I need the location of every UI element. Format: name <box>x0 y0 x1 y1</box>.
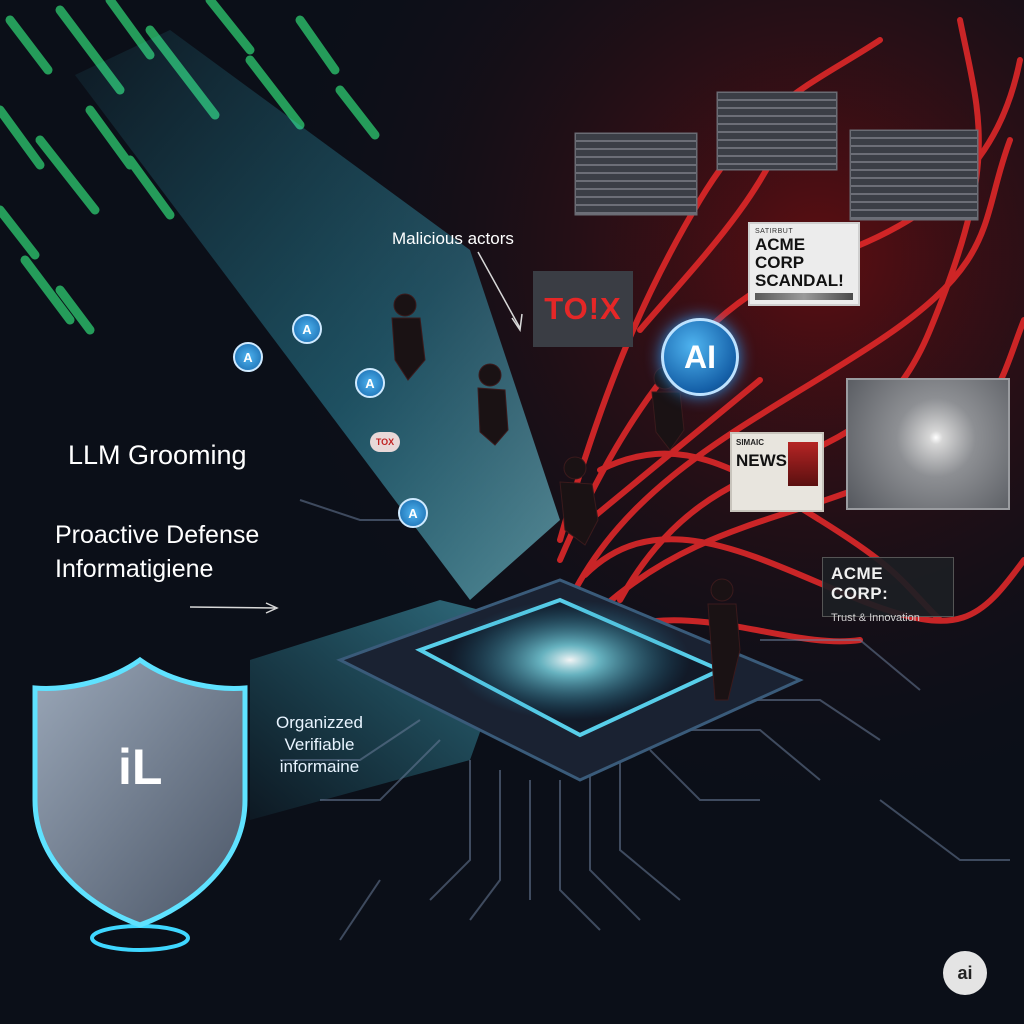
scandal-image-strip <box>755 293 853 300</box>
scandal-headline-card: SATIRBUT ACME CORP SCANDAL! <box>748 222 860 306</box>
ai-badge: AI <box>661 318 739 396</box>
news-card: SIMAIC NEWS! <box>730 432 824 512</box>
floating-ai-token: A <box>233 342 263 372</box>
corner-ai-text: ai <box>957 962 973 983</box>
acme-subtitle: Trust & Innovation <box>831 612 920 624</box>
processor-chip-icon <box>336 578 804 782</box>
acme-trust-panel: ACME CORP: Trust & Innovation <box>822 557 954 624</box>
news-kicker: SIMAIC <box>736 438 764 447</box>
grooming-data-beam <box>75 30 560 600</box>
malicious-actor-silhouettes <box>391 293 741 701</box>
floating-tox-token: TOX <box>370 432 400 452</box>
proactive-line-2: Informatigiene <box>55 555 214 583</box>
organized-line-2: Verifiable <box>284 735 355 754</box>
shield-letters: iL <box>118 739 163 795</box>
tox-text: TO!X <box>544 291 622 326</box>
floating-ai-token: A <box>355 368 385 398</box>
organized-line-1: Organizzed <box>276 713 363 732</box>
shield-icon <box>32 656 248 952</box>
code-panel-2 <box>717 92 837 170</box>
code-panel-1 <box>575 133 697 215</box>
floating-ai-token: A <box>292 314 322 344</box>
cracked-glass-panel <box>846 378 1010 510</box>
proactive-line-1: Proactive Defense <box>55 521 260 549</box>
verified-info-label: Organizzed Verifiable informaine <box>276 712 363 778</box>
code-panel-3 <box>850 130 978 220</box>
pointer-arrows <box>189 251 523 614</box>
green-data-streams <box>0 0 380 335</box>
circuit-traces <box>280 499 1010 941</box>
ai-text: AI <box>684 338 716 375</box>
ai-generated-badge: ai <box>943 951 987 995</box>
floating-ai-token: A <box>398 498 428 528</box>
code-snippet-panels <box>574 91 979 221</box>
acme-title: ACME CORP: <box>831 564 889 603</box>
organized-line-3: informaine <box>279 757 360 776</box>
scandal-headline: ACME CORP SCANDAL! <box>755 235 844 290</box>
scandal-kicker: SATIRBUT <box>755 228 794 235</box>
malicious-actors-label: Malicious actors <box>392 229 514 248</box>
news-photo <box>788 442 818 486</box>
llm-grooming-label: LLM Grooming <box>68 440 247 470</box>
news-headline: NEWS! <box>736 451 793 470</box>
proactive-defense-label: Proactive Defense Informatigiene <box>55 518 259 586</box>
tox-badge: TO!X <box>533 271 633 347</box>
